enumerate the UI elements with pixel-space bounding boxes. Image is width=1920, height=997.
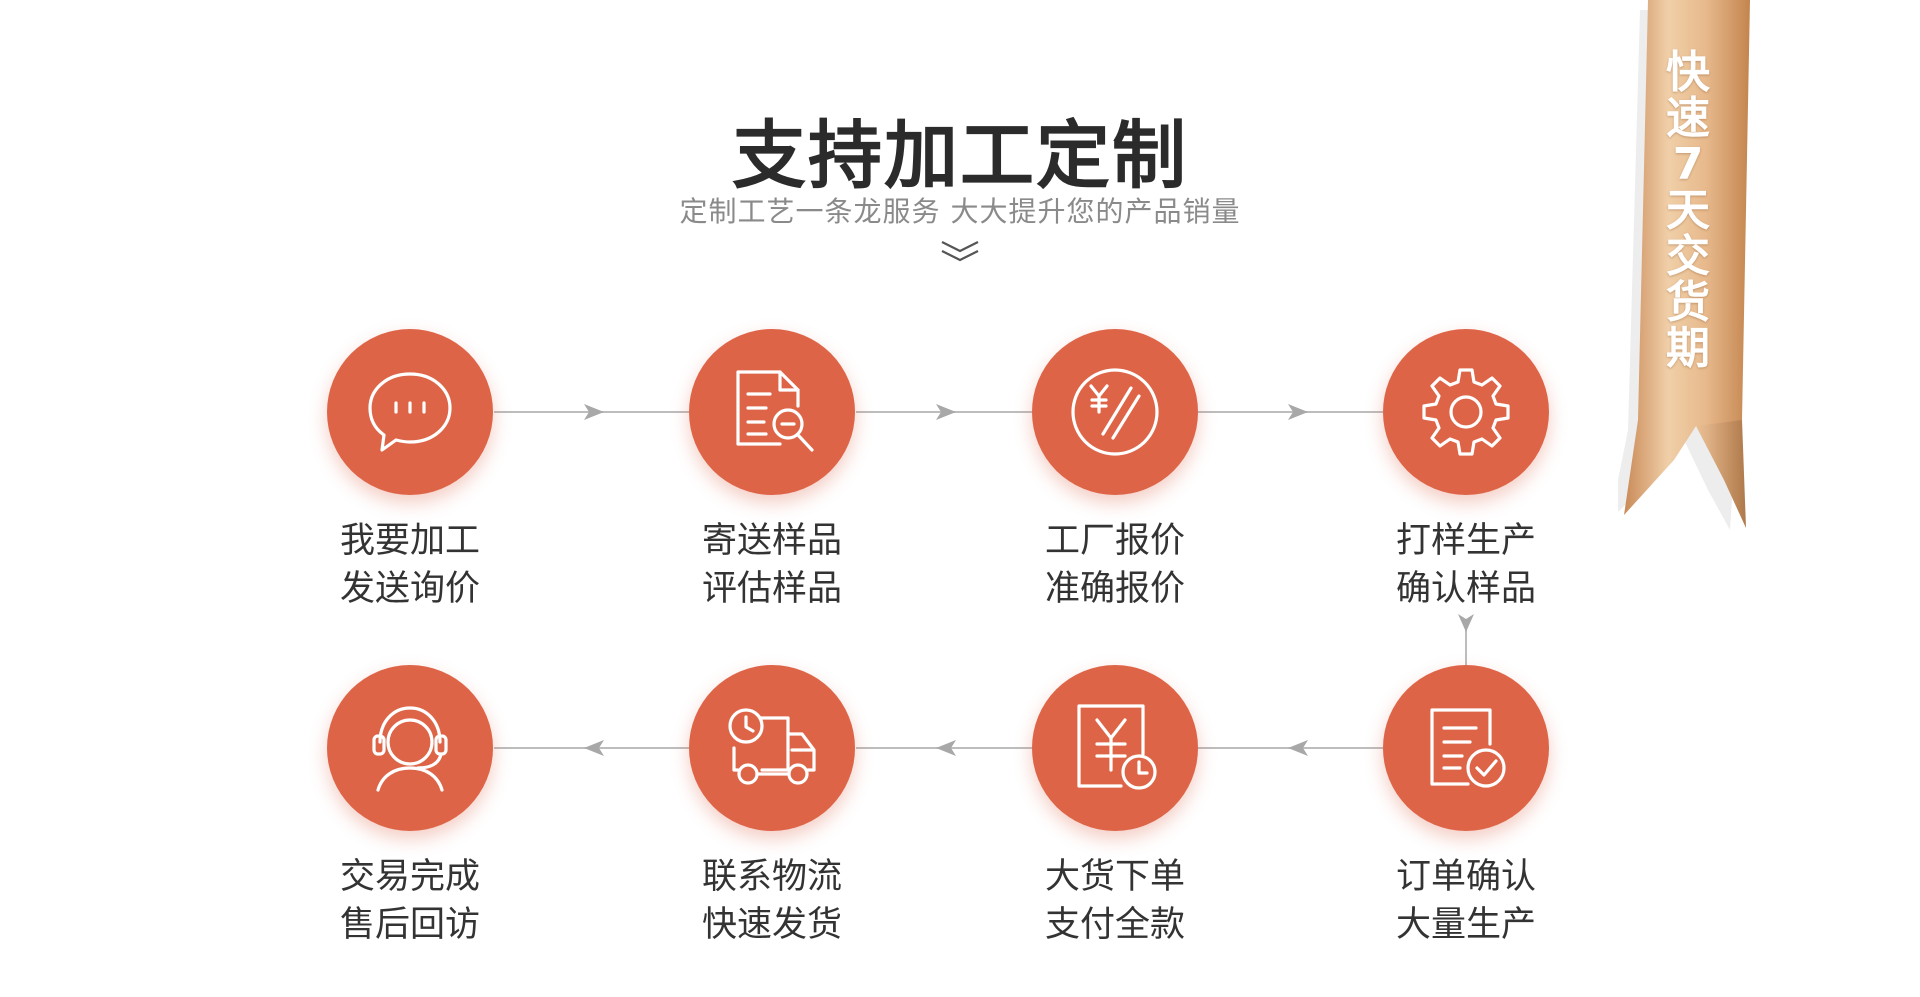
document-check-icon xyxy=(1430,708,1506,788)
step-label-line2: 售后回访 xyxy=(339,905,480,945)
step-label-line1: 交易完成 xyxy=(339,857,480,897)
step-label-line1: 寄送样品 xyxy=(701,521,842,561)
arrow-right-icon xyxy=(584,404,604,420)
step-label: 寄送样品 评估样品 xyxy=(672,517,872,613)
page-subtitle: 定制工艺一条龙服务 大大提升您的产品销量 xyxy=(679,195,1241,228)
step-label-line2: 准确报价 xyxy=(1044,569,1185,609)
step-circle xyxy=(689,665,855,831)
step-circle xyxy=(327,665,493,831)
step-label-line2: 评估样品 xyxy=(701,569,842,609)
document-search-icon xyxy=(736,370,814,452)
arrow-left-icon xyxy=(584,740,604,756)
customer-service-icon xyxy=(372,706,448,792)
yuan-percent-icon xyxy=(1071,368,1159,456)
step-label-line2: 发送询价 xyxy=(339,569,480,609)
step-label-line1: 工厂报价 xyxy=(1044,521,1185,561)
step-circle xyxy=(327,329,493,495)
step-circle xyxy=(1383,665,1549,831)
step-label-line2: 确认样品 xyxy=(1395,569,1536,609)
step-label: 大货下单 支付全款 xyxy=(1015,853,1215,949)
step-label-line1: 订单确认 xyxy=(1395,857,1536,897)
chat-bubble-icon xyxy=(368,372,452,452)
delivery-ribbon-badge xyxy=(1618,0,1750,530)
step-label: 我要加工 发送询价 xyxy=(310,517,510,613)
page-title: 支持加工定制 xyxy=(732,113,1188,199)
yuan-bill-clock-icon xyxy=(1077,704,1157,790)
step-label-line2: 大量生产 xyxy=(1395,905,1536,945)
arrow-left-icon xyxy=(1288,740,1308,756)
step-label: 打样生产 确认样品 xyxy=(1366,517,1566,613)
delivery-truck-icon xyxy=(728,708,816,785)
step-circle xyxy=(1032,329,1198,495)
step-circle xyxy=(689,329,855,495)
arrow-left-icon xyxy=(936,740,956,756)
ribbon-text: 快速7天交货期 xyxy=(1666,47,1710,374)
step-label: 联系物流 快速发货 xyxy=(672,853,872,949)
arrow-down-icon xyxy=(1458,614,1474,632)
step-label: 交易完成 售后回访 xyxy=(310,853,510,949)
step-circle xyxy=(1032,665,1198,831)
step-circle xyxy=(1383,329,1549,495)
step-label-line2: 支付全款 xyxy=(1044,905,1185,945)
double-chevron-down-icon xyxy=(941,241,979,262)
step-label-line1: 我要加工 xyxy=(339,521,480,561)
step-label: 订单确认 大量生产 xyxy=(1366,853,1566,949)
gear-icon xyxy=(1422,368,1510,456)
arrow-right-icon xyxy=(936,404,956,420)
step-label-line1: 打样生产 xyxy=(1395,521,1536,561)
step-label: 工厂报价 准确报价 xyxy=(1015,517,1215,613)
step-label-line2: 快速发货 xyxy=(701,905,842,945)
arrow-right-icon xyxy=(1288,404,1308,420)
step-label-line1: 大货下单 xyxy=(1044,857,1185,897)
step-label-line1: 联系物流 xyxy=(701,857,842,897)
